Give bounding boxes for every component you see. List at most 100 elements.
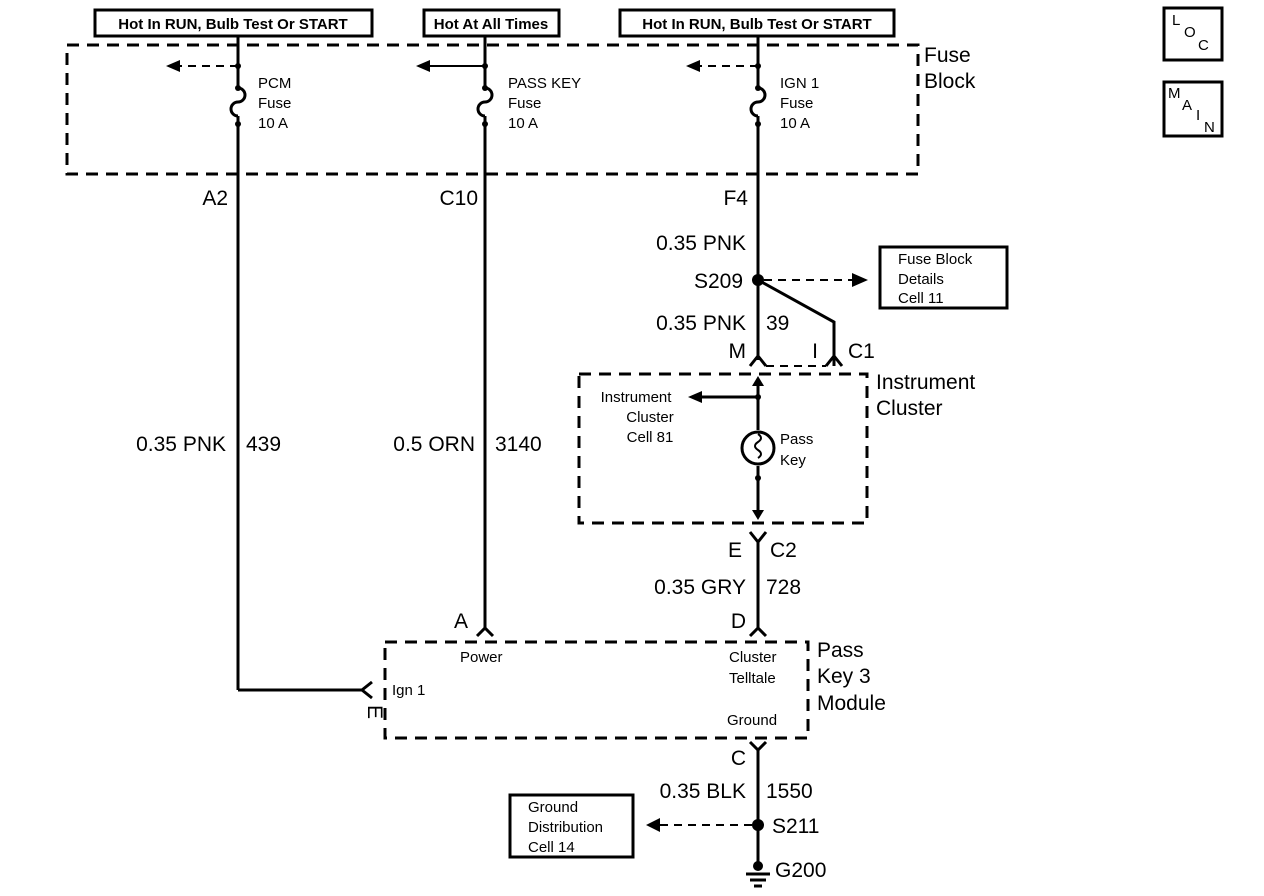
arrow-left-icon	[166, 60, 180, 72]
ign-lower-circuit: 39	[766, 312, 789, 335]
ref-cluster[interactable]: Instrument Cluster Cell 81	[601, 389, 674, 446]
module-pin-d: D	[731, 610, 746, 633]
module-cluster-label: Cluster	[729, 649, 777, 666]
header-pcm: Hot In RUN, Bulb Test Or START	[93, 8, 374, 38]
svg-text:M: M	[1168, 85, 1181, 102]
passkey-wire-circuit: 3140	[495, 433, 542, 456]
arrow-left-icon	[416, 60, 430, 72]
splice-s211-label: S211	[772, 815, 820, 838]
connector-c1-pin-i: I	[812, 340, 818, 363]
svg-text:Instrument: Instrument	[601, 389, 673, 406]
module-ground-label: Ground	[727, 712, 777, 729]
fuse-block-label: Fuse	[924, 44, 971, 67]
splice-s211	[752, 819, 764, 831]
lamp-label-1: Pass	[780, 431, 813, 448]
blk-wire-circuit: 1550	[766, 780, 813, 803]
blk-wire-gauge: 0.35 BLK	[660, 780, 746, 803]
fuse-pcm-name: PCM	[258, 75, 291, 92]
pcm-wire-gauge: 0.35 PNK	[136, 433, 226, 456]
svg-text:Cell 81: Cell 81	[627, 429, 674, 446]
module-label-3: Module	[817, 692, 886, 715]
arrow-up-icon	[752, 376, 764, 386]
svg-text:L: L	[1172, 12, 1180, 29]
fuse-pcm-rating: 10 A	[258, 115, 288, 132]
svg-text:Fuse Block: Fuse Block	[898, 251, 973, 268]
connector-module-a	[475, 625, 495, 638]
module-label: Pass	[817, 639, 864, 662]
fuse-passkey-rating: 10 A	[508, 115, 538, 132]
gry-wire-circuit: 728	[766, 576, 801, 599]
fuse-pcm: PCM Fuse 10 A A2	[166, 36, 291, 690]
svg-text:O: O	[1184, 24, 1196, 41]
svg-text:Cell 14: Cell 14	[528, 839, 575, 856]
arrow-left-icon	[686, 60, 700, 72]
svg-text:Details: Details	[898, 271, 944, 288]
connector-module-e	[359, 680, 373, 700]
ground-label: G200	[775, 859, 826, 882]
module-outline	[383, 640, 810, 740]
header-ign1-text: Hot In RUN, Bulb Test Or START	[642, 16, 871, 33]
instrument-cluster-label-2: Cluster	[876, 397, 943, 420]
instrument-cluster-outline	[577, 372, 869, 525]
terminal-f4: F4	[723, 187, 748, 210]
fuse-ign1-rating: 10 A	[780, 115, 810, 132]
svg-text:Distribution: Distribution	[528, 819, 603, 836]
fuse-pcm-word: Fuse	[258, 95, 291, 112]
lamp-label-2: Key	[780, 452, 806, 469]
fuse-block-label-2: Block	[924, 70, 976, 93]
passkey-wire-gauge: 0.5 ORN	[393, 433, 475, 456]
svg-text:A: A	[1182, 97, 1192, 114]
module-telltale-label: Telltale	[729, 670, 776, 687]
svg-text:Cell 11: Cell 11	[898, 290, 944, 307]
module-label-2: Key 3	[817, 665, 871, 688]
ref-ground-dist[interactable]: Ground Distribution Cell 14	[508, 793, 635, 859]
gry-wire-gauge: 0.35 GRY	[654, 576, 746, 599]
loc-icon[interactable]: L O C	[1162, 6, 1224, 62]
bulb-filament	[754, 433, 762, 459]
header-ign1: Hot In RUN, Bulb Test Or START	[618, 8, 896, 38]
module-pin-e: E	[363, 705, 386, 719]
svg-text:Cluster: Cluster	[626, 409, 674, 426]
svg-text:Ground: Ground	[528, 799, 578, 816]
bulb-icon	[740, 430, 776, 466]
arrow-left-icon	[646, 818, 660, 832]
fuse-passkey-word: Fuse	[508, 95, 541, 112]
svg-text:C: C	[1198, 37, 1209, 54]
module-pin-c: C	[731, 747, 746, 770]
fuse-ign1-name: IGN 1	[780, 75, 819, 92]
connector-c1-m	[748, 353, 768, 367]
connector-c2-pin: E	[728, 539, 742, 562]
header-passkey: Hot At All Times	[422, 8, 561, 38]
fuse-passkey: PASS KEY Fuse 10 A C10	[416, 36, 581, 628]
connector-c2-label: C2	[770, 539, 797, 562]
module-power-label: Power	[460, 649, 503, 666]
fuse-passkey-name: PASS KEY	[508, 75, 581, 92]
ign-lower-gauge: 0.35 PNK	[656, 312, 746, 335]
arrow-right-icon	[852, 273, 868, 287]
ref-fuse-details[interactable]: Fuse Block Details Cell 11	[878, 245, 1009, 310]
arrow-left-icon	[688, 391, 702, 403]
fuse-ign1-word: Fuse	[780, 95, 813, 112]
main-icon[interactable]: M A I N	[1162, 80, 1224, 138]
ground-icon	[746, 861, 770, 888]
connector-c1-label: C1	[848, 340, 875, 363]
splice-s209-label: S209	[694, 270, 743, 293]
fuse-ign1: IGN 1 Fuse 10 A F4	[686, 36, 819, 360]
connector-c2	[748, 531, 768, 545]
connector-c1-i	[824, 353, 844, 367]
fuse-block-outline	[65, 43, 920, 176]
connector-c1-pin-m: M	[729, 340, 747, 363]
ign-upper-gauge: 0.35 PNK	[656, 232, 746, 255]
terminal-c10: C10	[439, 187, 478, 210]
header-passkey-text: Hot At All Times	[434, 16, 548, 33]
module-ign-label: Ign 1	[392, 682, 425, 699]
connector-module-d	[748, 625, 768, 638]
arrow-down-icon	[752, 510, 764, 520]
terminal-a2: A2	[202, 187, 228, 210]
header-pcm-text: Hot In RUN, Bulb Test Or START	[118, 16, 347, 33]
connector-module-c	[748, 740, 768, 753]
svg-text:I: I	[1196, 107, 1200, 124]
pcm-wire-circuit: 439	[246, 433, 281, 456]
module-pin-a: A	[454, 610, 468, 633]
